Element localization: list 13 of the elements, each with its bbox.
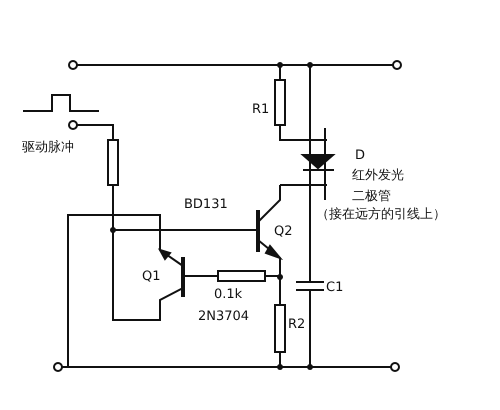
signal-label: 驱动脉冲 <box>22 141 74 156</box>
component-label: R1 <box>252 103 270 118</box>
part-number: BD131 <box>184 198 228 212</box>
component-description: 红外发光 <box>352 169 404 184</box>
component-label: Q1 <box>142 270 161 284</box>
component-label: C1 <box>326 281 344 296</box>
component-label: R2 <box>288 318 306 332</box>
component-value: 0.1k <box>214 288 242 302</box>
component-label: Q2 <box>274 225 293 240</box>
part-number: 2N3704 <box>198 310 250 324</box>
component-description: 二极管 <box>352 190 391 204</box>
note: （接在远方的引线上） <box>316 208 446 222</box>
component-label: D <box>355 149 366 164</box>
